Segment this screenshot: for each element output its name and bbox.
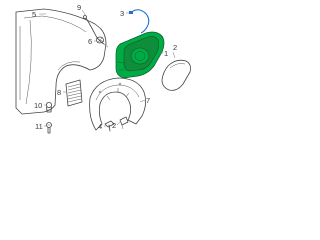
callout-5: 5 (32, 10, 36, 19)
leader-lines (39, 9, 176, 127)
screw (46, 122, 52, 134)
bolt (104, 120, 115, 132)
callout-11: 11 (35, 122, 43, 131)
callout-2-clip: 2 (112, 121, 116, 130)
callout-8: 8 (57, 88, 61, 97)
quarter-panel (15, 8, 107, 115)
callout-9: 9 (77, 3, 81, 12)
clip (119, 116, 129, 130)
fuel-filler-door (161, 59, 191, 91)
callout-10: 10 (34, 101, 42, 110)
callout-2-door: 2 (173, 43, 177, 52)
callout-6: 6 (88, 37, 92, 46)
fastener-clip (46, 102, 53, 113)
callout-3: 3 (120, 9, 124, 18)
parts-diagram: 5 9 6 3 8 10 1 7 11 2 4 2 (0, 0, 200, 147)
fuel-door-actuator (95, 36, 105, 44)
callout-4: 4 (98, 122, 102, 131)
air-vent-grille (65, 79, 83, 107)
wheel-arch-liner (89, 77, 146, 131)
fuel-filler-housing (115, 31, 165, 79)
callout-7: 7 (146, 96, 150, 105)
diagram-canvas: 5 9 6 3 8 10 1 7 11 2 4 2 (15, 3, 191, 134)
callout-1: 1 (164, 49, 168, 58)
callouts: 5 9 6 3 8 10 1 7 11 2 4 2 (32, 3, 177, 131)
wiring-harness (129, 9, 150, 34)
